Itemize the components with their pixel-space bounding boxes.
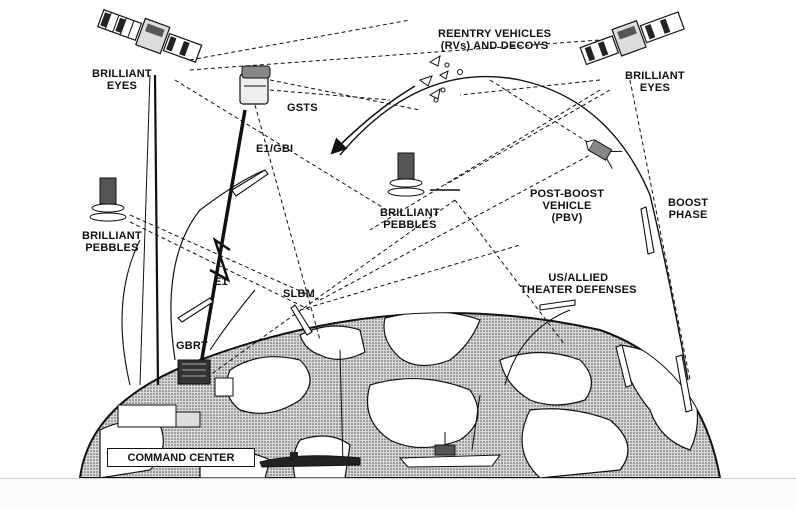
label-gsts: GSTS	[287, 102, 318, 114]
label-gbrt: GBRT	[176, 340, 208, 352]
gbrt-radar-icon	[178, 360, 210, 384]
label-reentry-vehicles: REENTRY VEHICLES(RVs) AND DECOYS	[438, 28, 551, 52]
label-e1-gbi: E1/GBI	[256, 143, 293, 155]
bottom-blank-area	[0, 479, 796, 506]
label-slbm: SLBM	[283, 288, 315, 300]
label-e1: E1	[214, 276, 228, 288]
label-command-center: COMMAND CENTER	[128, 452, 235, 464]
gsts-sensor-icon	[240, 66, 270, 104]
brilliant-eyes-satellite-right	[578, 6, 685, 68]
command-center-label-box: COMMAND CENTER	[107, 448, 255, 467]
brilliant-pebbles-left-icon	[90, 178, 126, 221]
brilliant-eyes-satellite-left	[96, 4, 203, 66]
brilliant-pebbles-center-icon	[388, 153, 460, 196]
